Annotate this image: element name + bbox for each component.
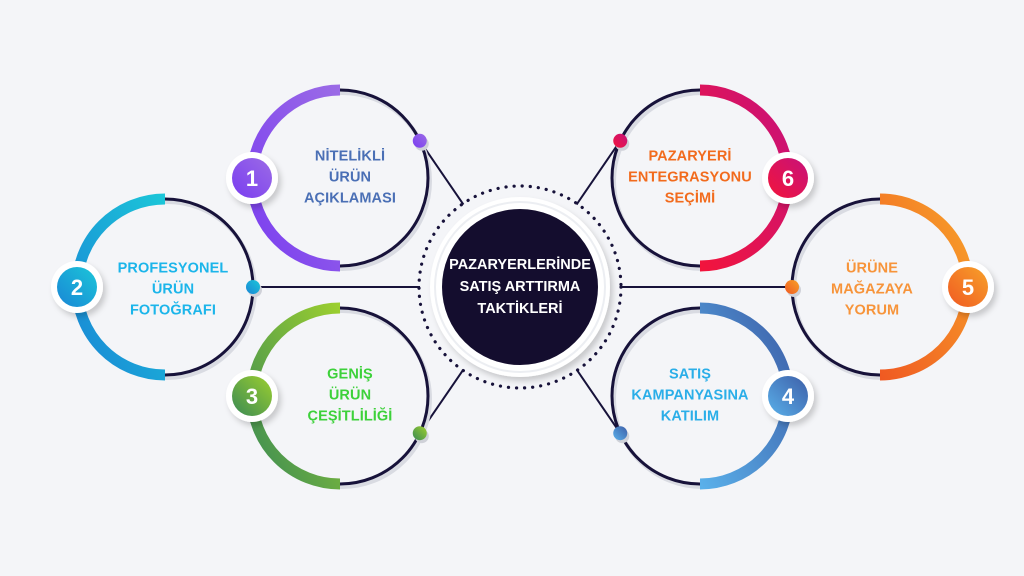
- connector-line-4: [575, 368, 622, 434]
- node-6-connector-dot: [613, 133, 628, 148]
- node-4-connector-dot: [613, 426, 628, 441]
- node-2-badge: [51, 261, 103, 313]
- connector-line-1: [418, 140, 465, 206]
- node-3-line-3: ÇEŞİTLİLİĞİ: [307, 408, 393, 425]
- node-3-badge: [226, 370, 278, 422]
- node-6-badge-inner: [768, 158, 808, 198]
- node-1-label: NİTELİKLİ ÜRÜN AÇIKLAMASI: [304, 147, 396, 210]
- node-6-line-1: PAZARYERİ: [648, 148, 732, 165]
- node-5-line-2: MAĞAZAYA: [831, 281, 913, 298]
- node-2-line-2: ÜRÜN: [151, 281, 195, 298]
- node-4-line-2: KAMPANYASINA: [631, 387, 749, 404]
- node-2-label: PROFESYONEL ÜRÜN FOTOĞRAFI: [118, 259, 229, 322]
- badges: [51, 152, 994, 422]
- central-title: PAZARYERLERİNDE SATIŞ ARTTIRMA TAKTİKLER…: [449, 254, 591, 320]
- hub-core: [442, 209, 598, 365]
- node-6-badge: [762, 152, 814, 204]
- node-5-badge-inner: [948, 267, 988, 307]
- node-4-number: 4: [781, 384, 795, 409]
- node-1-badge-inner: [232, 158, 272, 198]
- hub-inner-edge: [434, 201, 606, 373]
- node-3-number: 3: [245, 384, 259, 409]
- central-title-line-1: PAZARYERLERİNDE: [449, 257, 591, 273]
- node-3-label: GENİŞ ÜRÜN ÇEŞİTLİLİĞİ: [308, 365, 393, 428]
- central-title-line-2: SATIŞ ARTTIRMA: [459, 279, 581, 295]
- hub-dotted-ring: [417, 184, 623, 390]
- node-2-line-3: FOTOĞRAFI: [129, 302, 217, 319]
- center-hub: [417, 184, 623, 390]
- node-3-badge-inner: [232, 376, 272, 416]
- node-4-label: SATIŞ KAMPANYASINA KATILIM: [631, 365, 748, 428]
- node-1-line-1: NİTELİKLİ: [314, 148, 386, 165]
- node-5-connector-dot: [785, 280, 799, 294]
- node-4-badge-inner: [768, 376, 808, 416]
- node-4-line-3: KATILIM: [660, 408, 720, 425]
- node-2-badge-inner: [57, 267, 97, 307]
- central-title-line-3: TAKTİKLERİ: [477, 301, 563, 317]
- node-1-line-2: ÜRÜN: [328, 169, 372, 186]
- node-5-line-3: YORUM: [844, 302, 900, 319]
- node-2-connector-dot: [246, 280, 260, 294]
- node-4-badge: [762, 370, 814, 422]
- node-6-number: 6: [781, 166, 795, 191]
- node-3-line-2: ÜRÜN: [328, 387, 372, 404]
- node-2-line-1: PROFESYONEL: [117, 260, 229, 277]
- node-1-connector-dot: [412, 133, 427, 148]
- node-5-line-1: ÜRÜNE: [845, 260, 899, 277]
- connector-line-6: [575, 140, 622, 206]
- node-1-badge: [226, 152, 278, 204]
- node-3-connector-dot: [412, 426, 427, 441]
- node-2-number: 2: [70, 275, 84, 300]
- node-6-line-2: ENTEGRASYONU: [628, 169, 752, 186]
- node-5-label: ÜRÜNE MAĞAZAYA YORUM: [831, 259, 913, 322]
- node-1-number: 1: [245, 166, 259, 191]
- node-5-badge: [942, 261, 994, 313]
- node-5-number: 5: [961, 275, 975, 300]
- node-6-label: PAZARYERİ ENTEGRASYONU SEÇİMİ: [628, 147, 752, 210]
- node-4-line-1: SATIŞ: [668, 366, 712, 383]
- node-3-line-1: GENİŞ: [327, 366, 373, 383]
- node-1-line-3: AÇIKLAMASI: [303, 190, 397, 207]
- node-6-line-3: SEÇİMİ: [664, 190, 716, 207]
